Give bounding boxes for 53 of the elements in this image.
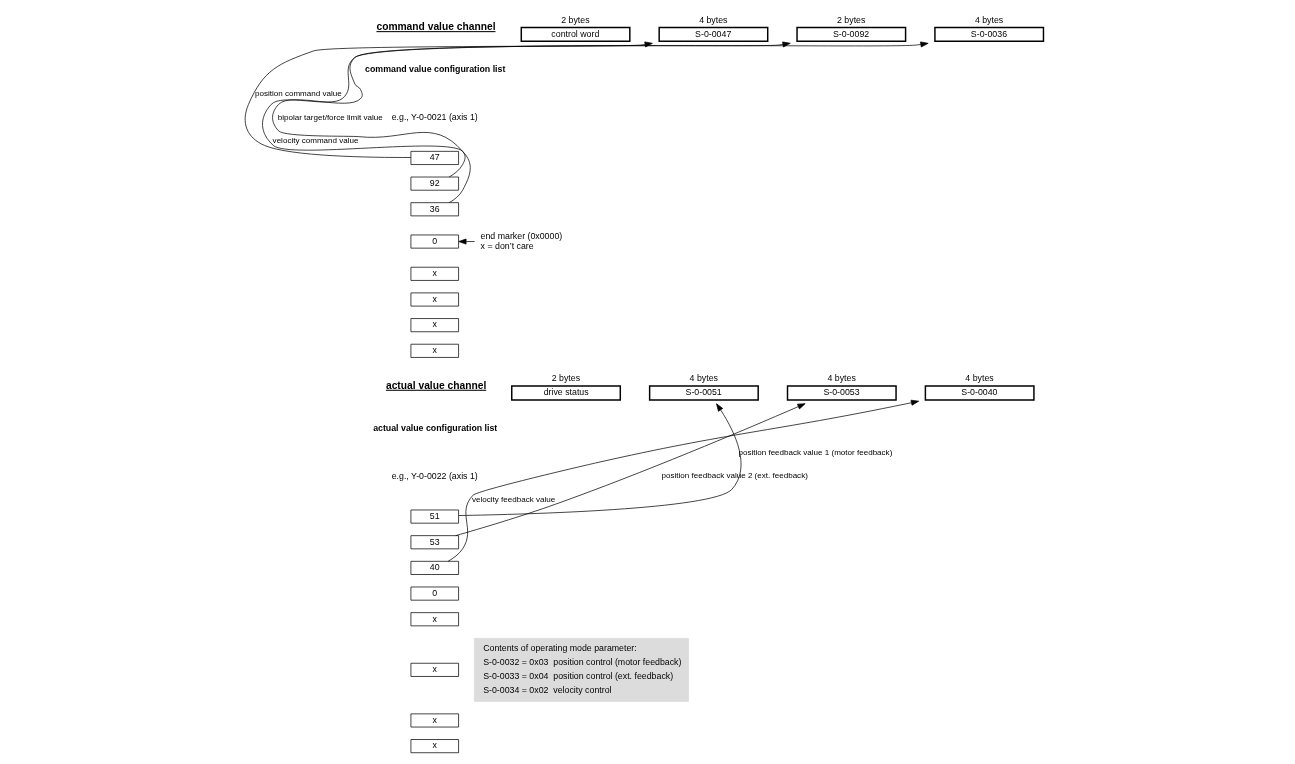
edge-label: position feedback value 1 (motor feedback) <box>738 447 893 457</box>
edge-label: position command value <box>254 89 342 99</box>
node-box: S-0-0092 <box>796 26 907 43</box>
node-label: 2 bytes <box>837 14 866 25</box>
node-box: S-0-0047 <box>658 26 769 43</box>
label: command value configuration list <box>365 64 506 75</box>
node-label: 4 bytes <box>965 373 994 384</box>
node-box: 0 <box>410 586 459 601</box>
label: actual value channel <box>385 379 487 391</box>
node-box: 53 <box>410 535 459 550</box>
arrow <box>458 403 742 516</box>
label: e.g., Y-0-0022 (axis 1) <box>391 470 478 481</box>
node-label: 4 bytes <box>689 373 718 384</box>
node-label: 2 bytes <box>551 373 581 384</box>
node-box: 40 <box>410 560 459 575</box>
edge-label: position feedback value 2 (ext. feedback) <box>661 471 808 481</box>
node-box: x <box>410 612 459 627</box>
node-box: x <box>410 292 459 307</box>
node-box: x <box>410 318 459 333</box>
edge-label: bipolar target/force limit value <box>277 112 383 122</box>
node-box: x <box>410 662 459 677</box>
node-box: Contents of operating mode parameter: S-0-0032 = 0x03 position control (motor feedback) S-0-0033 = 0x04 position control (ext. feedback) S-0-0034 = 0x02 velocity control <box>474 637 689 702</box>
arrow <box>244 41 653 158</box>
label: command value channel <box>376 21 496 33</box>
node-box: control word <box>520 26 631 43</box>
edge-label: velocity command value <box>272 136 359 146</box>
node-box: 36 <box>410 202 459 217</box>
node-box: x <box>410 343 459 358</box>
arrow <box>272 41 791 178</box>
node-box: 47 <box>410 151 459 165</box>
arrow <box>262 41 929 203</box>
node-label: 4 bytes <box>974 14 1004 25</box>
node-box: 51 <box>410 509 459 524</box>
edge-label: velocity feedback value <box>471 494 556 504</box>
label: e.g., Y-0-0021 (axis 1) <box>391 111 478 122</box>
node-label: 4 bytes <box>699 14 728 25</box>
node-box: S-0-0036 <box>934 26 1045 43</box>
label: actual value configuration list <box>373 422 498 433</box>
node-label: 2 bytes <box>561 14 590 25</box>
node-box: 92 <box>410 176 459 191</box>
arrow <box>458 238 475 245</box>
node-box: x <box>410 739 459 754</box>
node-label: 4 bytes <box>827 373 856 384</box>
node-box: drive status <box>511 385 622 401</box>
node-box: S-0-0040 <box>924 385 1035 401</box>
node-text: end marker (0x0000) x = don’t care <box>480 231 563 251</box>
arrow <box>455 403 806 536</box>
arrow <box>447 399 920 562</box>
node-box: S-0-0051 <box>648 385 759 401</box>
node-box: 0 <box>410 234 459 249</box>
node-box: x <box>410 266 459 281</box>
node-box: S-0-0053 <box>786 385 897 401</box>
node-box: x <box>410 713 459 728</box>
